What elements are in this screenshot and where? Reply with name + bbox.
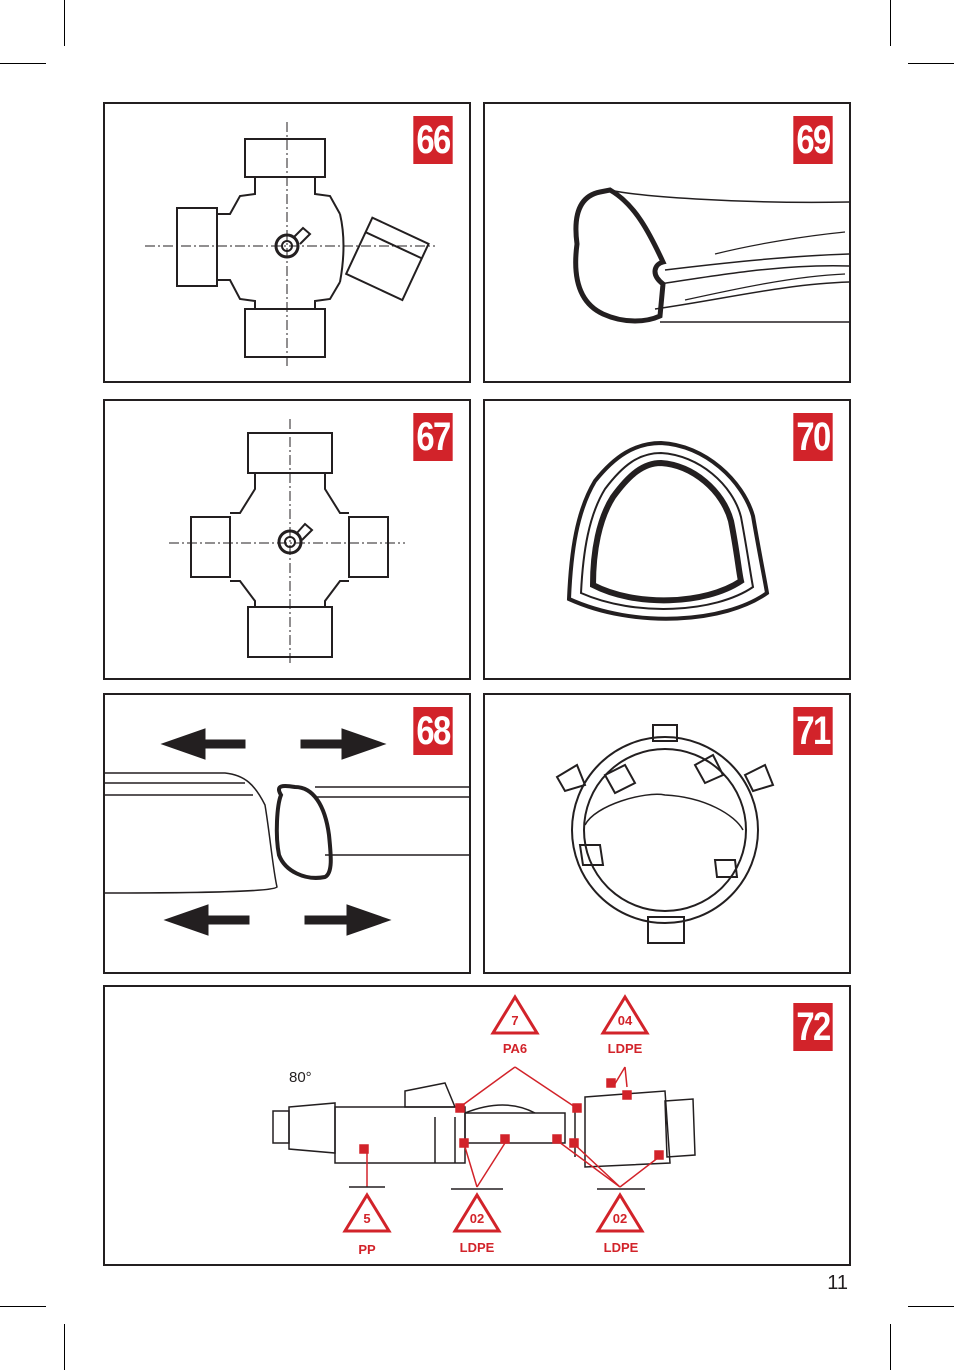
crop-mark xyxy=(0,1306,46,1307)
triangular-tube-profile-drawing xyxy=(566,440,770,621)
recycle-code-pp: 5 xyxy=(363,1211,371,1226)
figure-66-panel: 66 xyxy=(103,102,471,383)
figure-70-panel: 70 xyxy=(483,399,851,680)
figure-67-panel: 67 xyxy=(103,399,471,680)
figure-number-badge: 67 xyxy=(413,413,453,461)
crop-mark xyxy=(890,1324,891,1370)
profile-tube-cut-drawing xyxy=(573,187,849,324)
figure-71-panel: 71 xyxy=(483,693,851,974)
figure-number-badge: 68 xyxy=(413,707,453,755)
universal-joint-cap-removed-drawing xyxy=(145,122,435,366)
figure-68-panel: 68 xyxy=(103,693,471,974)
crop-mark xyxy=(0,63,46,64)
recycle-code-ldpe-top: 04 xyxy=(617,1013,633,1028)
figure-number-badge: 70 xyxy=(793,413,833,461)
recycle-material-ldpe-bottom-right: LDPE xyxy=(603,1240,639,1255)
crop-mark xyxy=(908,63,954,64)
universal-joint-assembled-drawing xyxy=(169,419,405,665)
figure-number-badge: 71 xyxy=(793,707,833,755)
recycle-material-ldpe-bottom-left: LDPE xyxy=(459,1240,495,1255)
recycle-material-pp: PP xyxy=(358,1242,376,1257)
page-number: 11 xyxy=(827,1272,848,1294)
crop-mark xyxy=(64,0,65,46)
crop-mark xyxy=(890,0,891,46)
recycle-code-ldpe-bottom-left: 02 xyxy=(469,1211,485,1226)
crop-mark xyxy=(908,1306,954,1307)
figure-69-panel: 69 xyxy=(483,102,851,383)
recycle-material-ldpe-top: LDPE xyxy=(607,1041,643,1056)
figure-number-badge: 72 xyxy=(793,1003,833,1051)
figure-number-badge: 69 xyxy=(793,116,833,164)
figure-72-panel: 80° 7 PA6 04 LDPE 5 PP 02 LDPE 02 LDPE 7… xyxy=(103,985,851,1266)
recycle-code-ldpe-bottom-right: 02 xyxy=(612,1211,628,1226)
recycle-material-pa6: PA6 xyxy=(502,1041,528,1056)
driveshaft-recycling-drawing xyxy=(272,994,696,1233)
recycle-code-pa6: 7 xyxy=(511,1013,519,1028)
crop-mark xyxy=(64,1324,65,1370)
tubes-pull-apart-drawing xyxy=(105,728,469,936)
retaining-ring-drawing xyxy=(555,724,775,944)
angle-label: 80° xyxy=(289,1069,312,1086)
figure-number-badge: 66 xyxy=(413,116,453,164)
